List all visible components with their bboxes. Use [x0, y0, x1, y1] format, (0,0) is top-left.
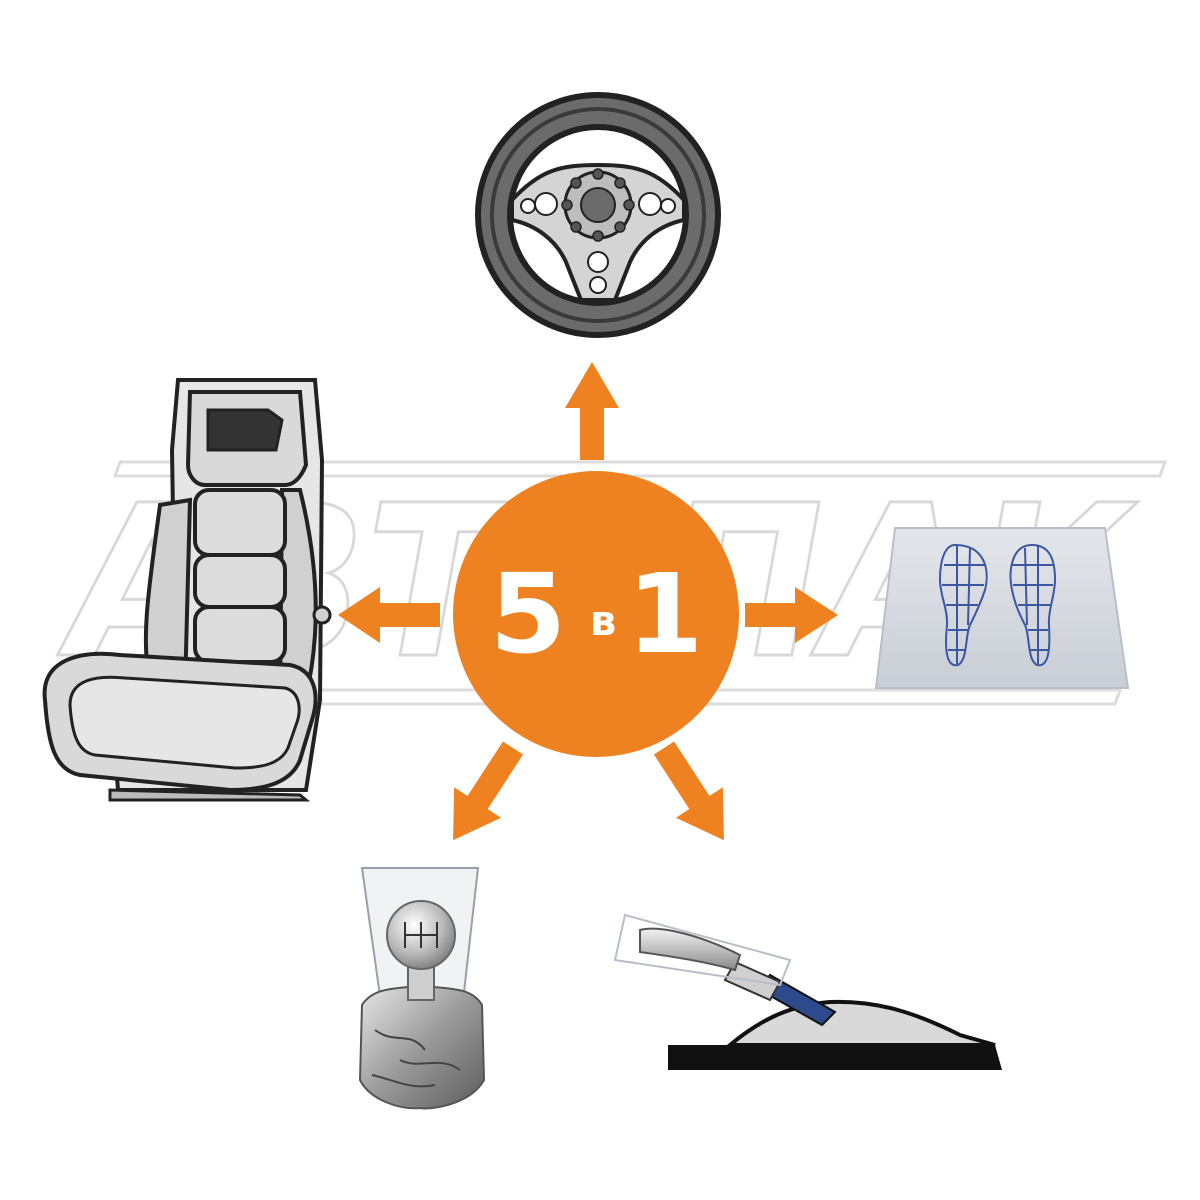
badge-count: 1	[627, 550, 704, 678]
arrows	[338, 362, 838, 841]
footprints-mat-icon	[874, 527, 1130, 689]
arrow-down-right	[653, 741, 724, 841]
handbrake-lever-icon	[613, 913, 1002, 1070]
arrow-down-left	[453, 741, 524, 841]
right-footprint	[1009, 543, 1057, 667]
steering-wheel-icon	[475, 92, 721, 338]
car-seat-icon	[42, 378, 332, 802]
badge-number: 5	[490, 550, 567, 678]
gear-knob-icon	[358, 867, 486, 1110]
arrow-left	[338, 587, 440, 643]
left-footprint	[938, 543, 988, 667]
shift-pattern	[404, 922, 438, 948]
badge-preposition: в	[590, 596, 617, 645]
arrow-right	[745, 587, 838, 643]
center-badge: 5 в 1	[453, 471, 739, 757]
arrow-up	[565, 362, 619, 460]
